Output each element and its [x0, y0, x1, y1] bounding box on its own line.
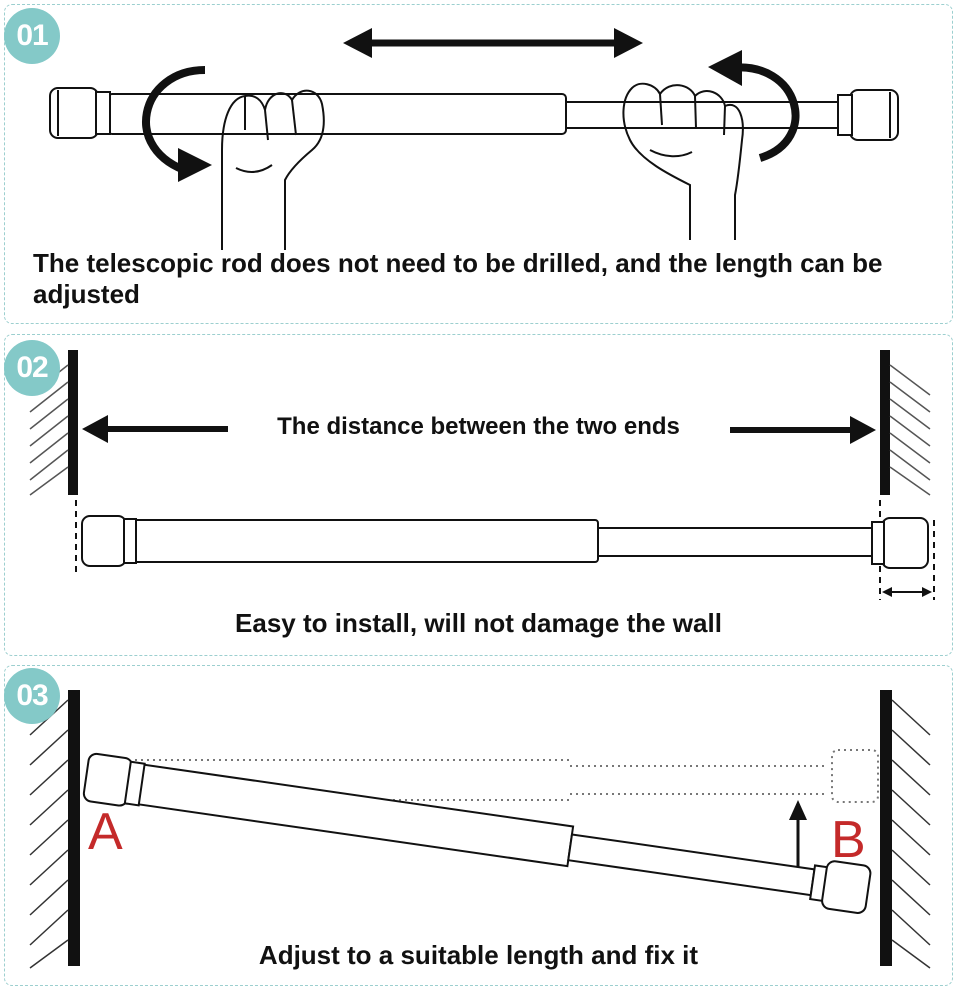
rotate-right-arrow-icon [708, 50, 800, 162]
point-a-label: A [88, 803, 123, 861]
adjust-arrow-icon [882, 587, 932, 597]
left-hand-icon [221, 89, 325, 250]
rod [81, 515, 929, 569]
rotate-left-arrow-icon [142, 66, 212, 182]
right-wall [880, 690, 931, 969]
step-1-caption: The telescopic rod does not need to be d… [33, 248, 883, 309]
right-end-cap [837, 89, 899, 141]
left-end-cap [49, 87, 111, 139]
distance-label: The distance between the two ends [0, 413, 957, 441]
left-wall [29, 690, 80, 969]
right-hand-icon [622, 82, 744, 240]
distance-arrow-left-icon [82, 415, 228, 443]
step-3-badge: 03 [4, 668, 60, 724]
double-arrow-icon [343, 28, 643, 58]
step-2-caption: Easy to install, will not damage the wal… [235, 608, 722, 638]
step-2-panel [4, 334, 953, 656]
step-1-badge: 01 [4, 8, 60, 64]
distance-arrow-right-icon [730, 416, 876, 444]
point-b-label: B [831, 811, 866, 869]
step-2-badge: 02 [4, 340, 60, 396]
rod-slanted [82, 752, 872, 914]
step-1-panel [4, 4, 953, 324]
step-1-illustration [49, 28, 899, 250]
step-3-caption: Adjust to a suitable length and fix it [258, 940, 699, 970]
right-wall [880, 350, 931, 496]
step-2-illustration [29, 350, 935, 600]
